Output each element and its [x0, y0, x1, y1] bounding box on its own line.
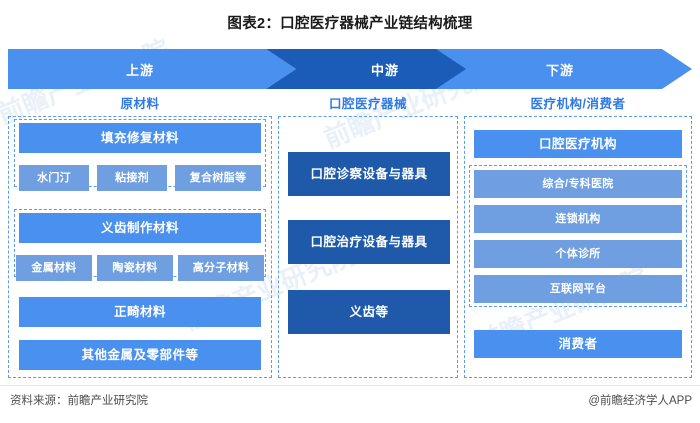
upstream-item-other-metal[interactable]: 其他金属及零部件等 [19, 340, 261, 370]
downstream-item-2[interactable]: 连锁机构 [474, 205, 682, 233]
downstream-item-consumer[interactable]: 消费者 [474, 330, 682, 358]
downstream-item-3[interactable]: 个体诊所 [474, 240, 682, 268]
stage-midstream-label: 中游 [370, 62, 399, 78]
column-upstream [8, 116, 272, 378]
page-title: 图表2：口腔医疗器械产业链结构梳理 [227, 16, 473, 32]
upstream-item-orthodontic[interactable]: 正畸材料 [19, 297, 261, 327]
stage-downstream[interactable]: 下游 [436, 49, 692, 89]
column-midstream [278, 116, 458, 378]
column-downstream [464, 116, 692, 378]
midstream-item-3[interactable]: 义齿等 [288, 290, 450, 334]
upstream-group1-item-3[interactable]: 复合树脂等 [175, 165, 261, 191]
upstream-group1-item-2[interactable]: 粘接剂 [97, 165, 167, 191]
downstream-head[interactable]: 口腔医疗机构 [474, 130, 682, 158]
downstream-item-1[interactable]: 综合/专科医院 [474, 170, 682, 198]
downstream-item-4[interactable]: 互联网平台 [474, 275, 682, 303]
upstream-group1-head[interactable]: 填充修复材料 [19, 123, 261, 153]
caption-midstream: 口腔医疗器械 [328, 97, 407, 111]
source-text: 资料来源：前瞻产业研究院 [10, 395, 148, 407]
downstream-group [469, 165, 687, 307]
midstream-item-2[interactable]: 口腔治疗设备与器具 [288, 220, 450, 264]
caption-downstream: 医疗机构/消费者 [530, 97, 626, 111]
stage-upstream[interactable]: 上游 [8, 49, 296, 89]
stage-banner: 上游 中游 下游 [8, 49, 692, 89]
stage-upstream-label: 上游 [125, 62, 154, 78]
footer-divider [0, 385, 700, 386]
upstream-group2-head[interactable]: 义齿制作材料 [19, 213, 261, 243]
upstream-group2-item-3[interactable]: 高分子材料 [178, 255, 264, 281]
stage-downstream-label: 下游 [545, 62, 574, 78]
caption-upstream: 原材料 [120, 97, 160, 111]
midstream-item-1[interactable]: 口腔诊察设备与器具 [288, 152, 450, 196]
brand-text: @前瞻经济学人APP [588, 395, 692, 407]
upstream-group1-item-1[interactable]: 水门汀 [19, 165, 89, 191]
upstream-group2-item-1[interactable]: 金属材料 [16, 255, 92, 281]
upstream-group2-item-2[interactable]: 陶瓷材料 [97, 255, 173, 281]
